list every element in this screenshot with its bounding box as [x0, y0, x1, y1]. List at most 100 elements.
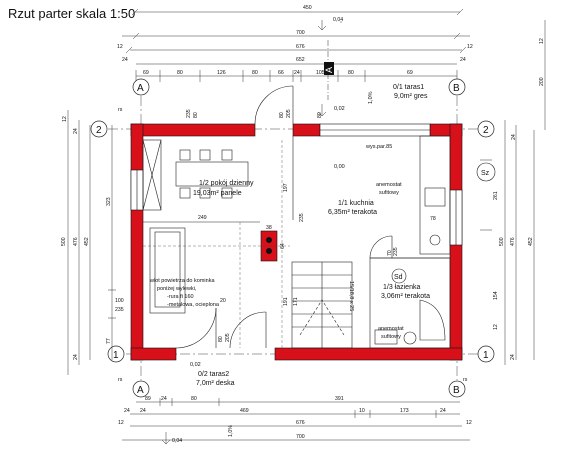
dim-bottom-80: 80	[191, 396, 197, 402]
dim-left-500: 500	[61, 237, 67, 246]
dim-right-24: 24	[511, 134, 517, 140]
dim-171: 171	[293, 297, 299, 306]
dim-bottom-24: 24	[161, 396, 167, 402]
dim-80c: 80	[218, 336, 224, 342]
axis-1-left-label: 1	[113, 350, 119, 361]
dim-bottom-004: 0,04	[172, 438, 182, 444]
dim-top-row: 69 80 126 80 66 24 105 80 69	[143, 70, 413, 76]
chimney-note-4: -metalowa, ocieplona	[167, 302, 220, 308]
room-bathroom-area: 3,06m² terakota	[381, 293, 430, 300]
dim-78: 78	[430, 216, 436, 222]
rs-left-bottom: rs	[118, 377, 123, 383]
room-living-area: 19,03m² panele	[193, 190, 242, 197]
dim-row-item: 80	[348, 70, 354, 76]
bottom-dimension-lines	[122, 398, 470, 445]
dim-80d: 80	[317, 112, 323, 118]
room-terrace1-code: 0/1 taras1	[393, 84, 424, 91]
dim-left-100: 100	[115, 298, 124, 304]
level-terrace1: 0,02	[334, 106, 345, 112]
room-bathroom-code: 1/3 łazienka	[383, 284, 420, 291]
dim-left-452: 452	[84, 237, 90, 246]
room-living-code: 1/2 pokój dzienny	[199, 180, 254, 187]
note-anemostat-2: anemostat	[378, 326, 404, 332]
dashed-helper-lines	[143, 140, 290, 348]
dim-door-80: 80	[279, 112, 285, 118]
dim-left-476: 476	[73, 237, 79, 246]
dim-bottom-469: 469	[240, 408, 249, 414]
axis-bubble-a-bottom: A	[132, 380, 150, 398]
dim-20: 20	[220, 298, 226, 304]
dim-right-452: 452	[528, 237, 534, 246]
dim-right-24b: 24	[510, 354, 516, 360]
dim-top-676: 676	[296, 44, 305, 50]
level-terrace2: 0,02	[190, 362, 201, 368]
note-wys-par: wys.par.85	[365, 144, 392, 150]
sz-label: Sz	[481, 170, 490, 177]
dim-left-323: 323	[106, 197, 112, 206]
dim-top-004: 0,04	[333, 17, 343, 23]
dim-right-200: 200	[539, 77, 545, 86]
dim-right-12: 12	[539, 38, 545, 44]
dim-row-item: 24	[294, 70, 300, 76]
dim-bottom-700: 700	[296, 434, 305, 440]
dim-197: 197	[283, 183, 289, 192]
dim-top-652: 652	[296, 57, 305, 63]
dim-row-item: 126	[217, 70, 226, 76]
chimney-note-2: poniżej wylewki,	[157, 286, 197, 292]
dim-right-476: 476	[510, 237, 516, 246]
windows	[130, 123, 463, 246]
chimney-flue	[266, 237, 272, 243]
axis-bubble-1-right: 1	[477, 345, 495, 363]
dim-38: 38	[266, 225, 272, 231]
dim-top-12r: 12	[467, 44, 473, 50]
symbol-sz: Sz	[476, 162, 496, 182]
dim-bottom-12l: 12	[118, 420, 124, 426]
chimney-note-1: wlot powietrza do kominka	[149, 278, 215, 284]
top-dimension-lines	[122, 8, 470, 117]
note-anemostat-1b: sufitowy	[379, 190, 399, 196]
dim-row-item: 69	[407, 70, 413, 76]
room-kitchen-area: 6,35m² terakota	[328, 209, 377, 216]
dim-right-500: 500	[499, 237, 505, 246]
exterior-walls	[130, 123, 463, 361]
chimney-flue-2	[266, 248, 272, 254]
dim-191: 191	[283, 297, 289, 306]
dim-bottom-24b: 24	[440, 408, 446, 414]
dim-row-item: 69	[143, 70, 149, 76]
dim-row-item: 66	[278, 70, 284, 76]
dim-door-205: 205	[286, 109, 292, 118]
axis-b-bottom-label: B	[453, 385, 460, 396]
axis-a-bottom-label: A	[137, 385, 144, 396]
dim-row-item: 80	[252, 70, 258, 76]
dim-70: 70	[387, 250, 393, 256]
symbol-sd: Sd	[391, 268, 407, 284]
axis-bubble-2-left: 2	[90, 120, 108, 138]
dim-left-77: 77	[106, 338, 112, 344]
dim-235: 235	[299, 213, 305, 222]
axis-1-right-label: 1	[483, 350, 489, 361]
level-kitchen: 0,00	[334, 164, 345, 170]
room-kitchen-code: 1/1 kuchnia	[338, 200, 374, 207]
axis-2-left-label: 2	[96, 125, 102, 136]
axis-bubble-b-top: B	[448, 78, 466, 96]
room-terrace1-area: 9,0m² gres	[394, 93, 428, 100]
dim-row-item: 105	[316, 70, 325, 76]
axis-a-top-label: A	[137, 83, 144, 94]
axis-2-right-label: 2	[483, 125, 489, 136]
dim-right-261: 261	[493, 191, 499, 200]
room-terrace2-area: 7,0m² deska	[196, 380, 235, 387]
slope-top: 1,0%	[368, 91, 374, 104]
axis-bubble-b-bottom: B	[448, 380, 466, 398]
dim-bottom-391: 391	[335, 396, 344, 402]
slope-bottom: 1,0%	[228, 425, 234, 437]
dim-bottom-24a: 24	[140, 408, 146, 414]
axis-bubble-a-top: A	[132, 78, 150, 96]
note-stairs: 15/18,8 x 25	[348, 281, 354, 311]
dim-left-24: 24	[73, 128, 79, 134]
dim-205-bath: 235	[393, 247, 399, 256]
rs-left-top: rs	[118, 107, 123, 113]
axis-bubble-2-right: 2	[477, 120, 495, 138]
axis-bubble-1-left: 1	[107, 345, 125, 363]
dim-bottom-676: 676	[296, 420, 305, 426]
